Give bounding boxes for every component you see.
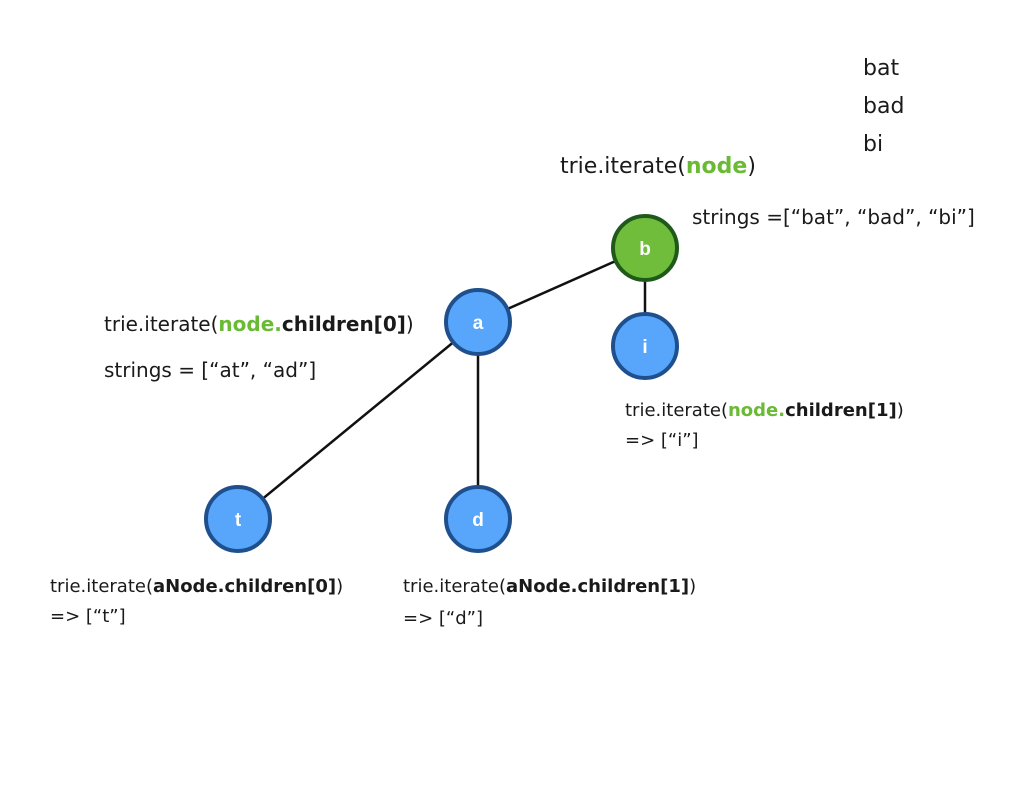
node-label-t: t: [235, 510, 242, 531]
word-list-item: bi: [863, 132, 884, 157]
i-call-label: trie.iterate(node.children[1]): [625, 400, 904, 421]
a-result-label: strings = [“at”, “ad”]: [104, 358, 317, 382]
node-label-i: i: [642, 337, 647, 358]
d-result-label: => [“d”]: [403, 608, 484, 629]
trie-node-b: b: [611, 214, 679, 282]
word-list-item: bat: [863, 56, 900, 81]
a-call-label: trie.iterate(node.children[0]): [104, 312, 414, 336]
word-list-item: bad: [863, 94, 905, 119]
trie-node-i: i: [611, 312, 679, 380]
root-call-label: trie.iterate(node): [560, 154, 756, 179]
t-call-label: trie.iterate(aNode.children[0]): [50, 576, 344, 597]
i-result-label: => [“i”]: [625, 430, 699, 451]
d-call-label: trie.iterate(aNode.children[1]): [403, 576, 697, 597]
trie-node-a: a: [444, 288, 512, 356]
t-result-label: => [“t”]: [50, 606, 126, 627]
root-result-label: strings =[“bat”, “bad”, “bi”]: [692, 205, 975, 229]
trie-node-t: t: [204, 485, 272, 553]
trie-node-d: d: [444, 485, 512, 553]
edge-a-t: [237, 321, 479, 520]
node-label-b: b: [639, 239, 651, 260]
node-label-d: d: [472, 510, 484, 531]
node-label-a: a: [473, 313, 484, 334]
root-call-arg: node: [685, 154, 748, 179]
